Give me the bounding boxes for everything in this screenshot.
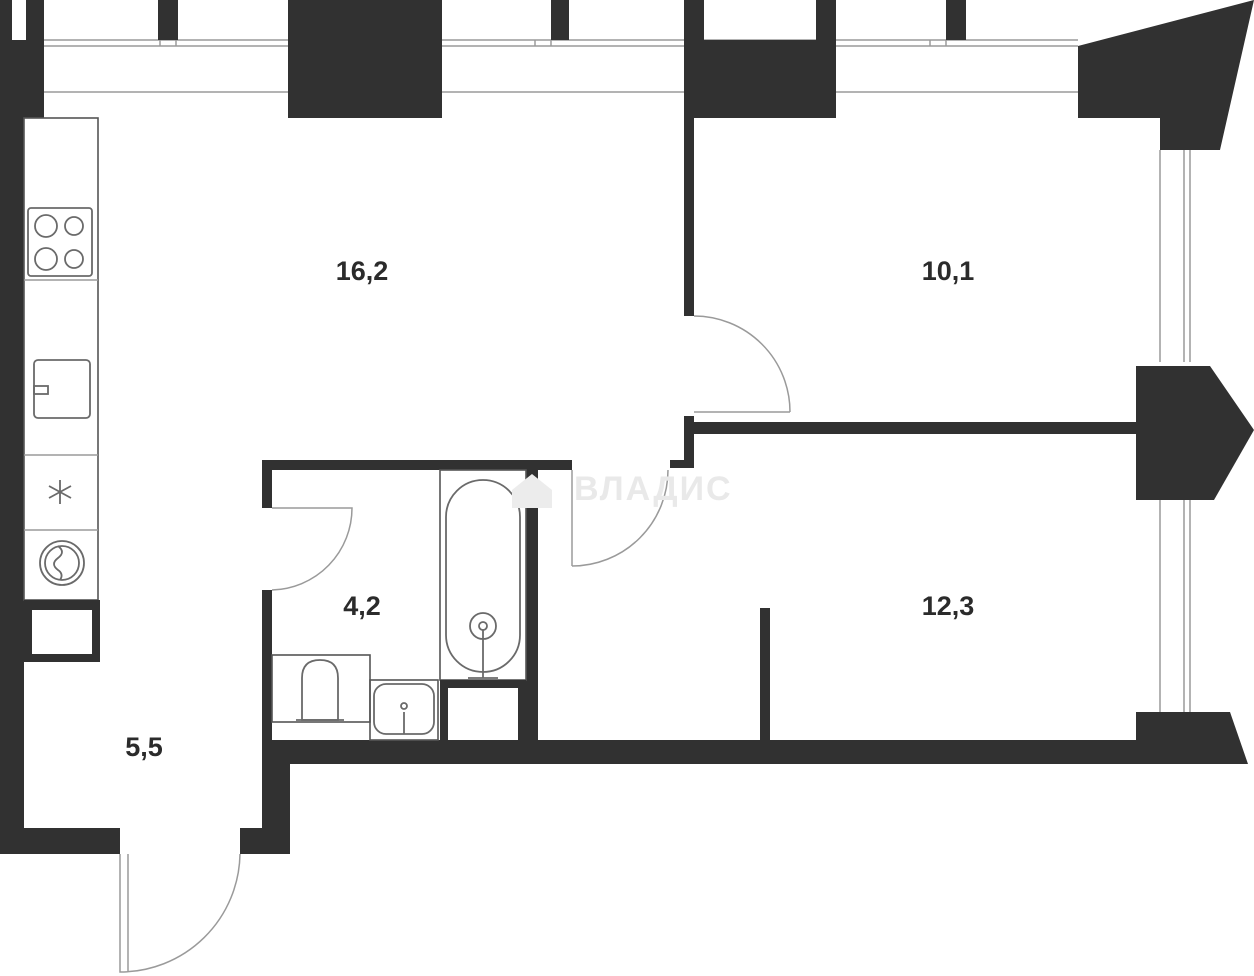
kitchen-sink-icon (33, 359, 91, 419)
kitchen-counter (23, 117, 99, 601)
area-hallway: 5,5 (125, 732, 163, 762)
fridge-icon (48, 480, 72, 504)
door-bathroom[interactable] (271, 507, 353, 591)
area-living-kitchen: 16,2 (336, 256, 389, 286)
door-bedroom-north[interactable] (693, 315, 791, 413)
area-bedroom-north: 10,1 (922, 256, 975, 286)
area-bathroom: 4,2 (343, 591, 381, 621)
east-window-strip (1159, 150, 1191, 712)
washing-machine-icon (39, 540, 85, 586)
north-window-strip (44, 39, 1078, 93)
entrance-door[interactable] (119, 853, 241, 973)
watermark-logo: ВЛАДИС (512, 470, 733, 508)
area-bedroom-south: 12,3 (922, 591, 975, 621)
door-bedroom-south[interactable] (571, 469, 669, 567)
toilet-icon (271, 654, 371, 723)
cooktop-icon (27, 207, 93, 277)
bathroom-sink-icon (369, 679, 439, 741)
watermark-text: ВЛАДИС (574, 470, 733, 508)
walls (0, 0, 1254, 854)
closet (24, 600, 100, 662)
shaft (440, 680, 526, 740)
